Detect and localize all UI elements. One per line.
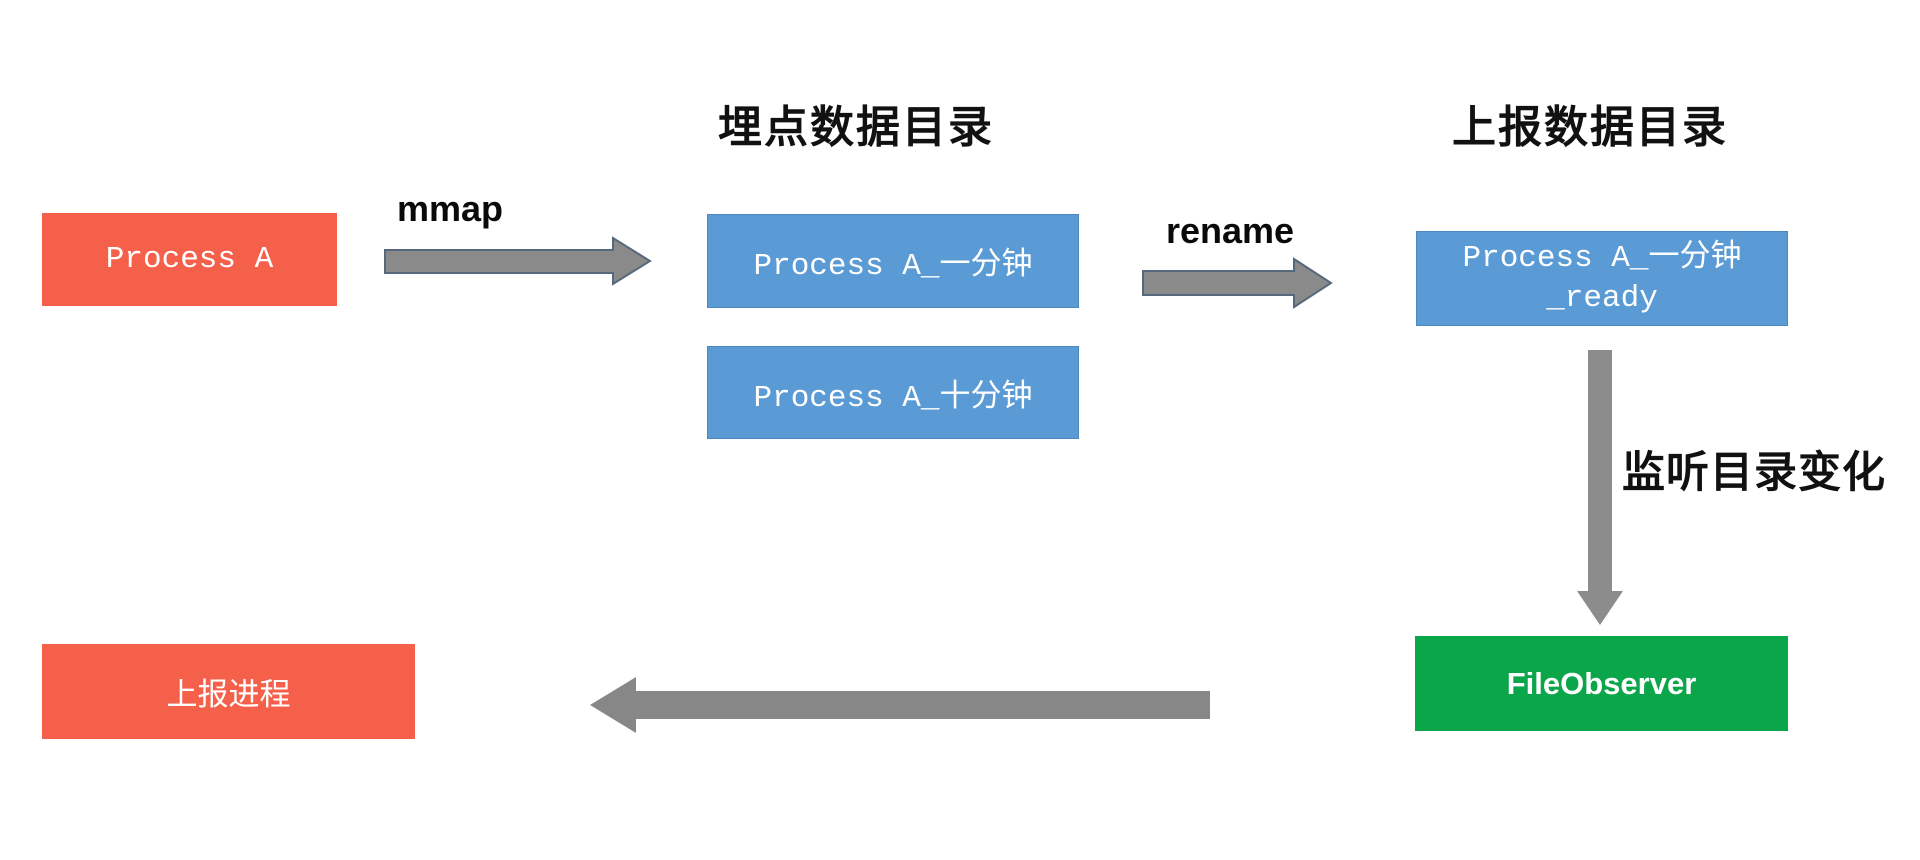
report-process-label: 上报进程 xyxy=(166,679,291,715)
process-a-box: Process A xyxy=(42,213,337,306)
watch-directory-label: 监听目录变化 xyxy=(1622,450,1886,497)
rename-arrow xyxy=(1142,257,1333,309)
file-one-minute-label: Process A_一分钟 xyxy=(753,249,1033,284)
report-data-directory-title: 上报数据目录 xyxy=(1452,103,1728,152)
file-one-minute-box: Process A_一分钟 xyxy=(707,214,1079,308)
mmap-arrow xyxy=(384,236,652,286)
rename-arrow-label: rename xyxy=(1165,210,1295,251)
tracking-data-directory-title: 埋点数据目录 xyxy=(718,103,994,152)
file-ten-minute-label: Process A_十分钟 xyxy=(753,380,1033,416)
mmap-arrow-label: mmap xyxy=(396,188,504,229)
file-ready-label-line2: _ready xyxy=(1546,280,1658,316)
file-ready-label-line1: Process A_一分钟 xyxy=(1462,240,1742,276)
watch-directory-arrow xyxy=(1577,350,1623,625)
file-ready-box: Process A_一分钟 _ready xyxy=(1416,231,1788,326)
file-ten-minute-box: Process A_十分钟 xyxy=(707,346,1079,439)
notify-report-process-arrow xyxy=(590,677,1210,733)
report-process-box: 上报进程 xyxy=(42,644,415,739)
file-observer-label: FileObserver xyxy=(1506,665,1697,701)
file-observer-box: FileObserver xyxy=(1415,636,1788,731)
process-a-label: Process A xyxy=(105,242,274,277)
